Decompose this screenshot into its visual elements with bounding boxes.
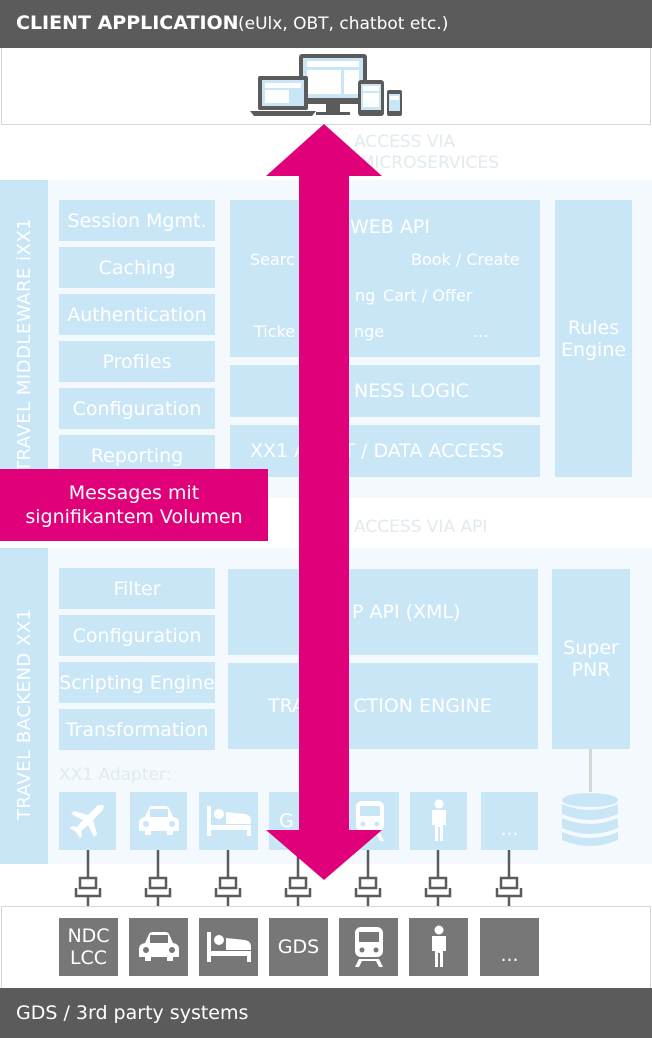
adapter-airplane [59, 792, 116, 850]
transaction-engine-block: TRA CTION ENGINE [228, 663, 538, 749]
airplane-icon [69, 805, 104, 838]
super-pnr-block: Super PNR [552, 569, 630, 749]
web-api-change: nge [354, 322, 385, 341]
system-ndc-lcc: NDC LCC [59, 918, 118, 976]
middleware-side-bar [0, 180, 48, 498]
devices-icon [250, 54, 402, 116]
system-hotel [199, 918, 258, 976]
adapter-person [410, 792, 467, 850]
adapter-gds-label: G [279, 810, 294, 832]
authentication-module: Authentication [59, 294, 215, 335]
rules-line: Rules [567, 316, 620, 339]
web-api-book-create: Book / Create [411, 250, 520, 269]
system-more-label: ... [500, 944, 519, 966]
adapter-car [130, 792, 187, 850]
access-via-line: ACCESS VIA [354, 132, 456, 152]
transaction-engine-label: TRA CTION ENGINE [268, 695, 492, 717]
adapter-hotel [199, 792, 258, 850]
web-api-search: Searc [250, 250, 295, 269]
rules-engine-block: Rules Engine [555, 200, 632, 477]
access-via-api-label: ACCESS VIA API [354, 517, 488, 537]
car-icon [138, 932, 179, 961]
system-car [129, 918, 188, 976]
double-arrow-icon [266, 124, 382, 880]
microservices-line: /MICROSERVICES [354, 153, 499, 173]
web-api-title: WEB API [350, 216, 430, 238]
session-mgmt-module: Session Mgmt. [59, 200, 215, 241]
backend-side-bar [0, 548, 48, 864]
data-access-block: XX1 A T / DATA ACCESS [230, 425, 540, 477]
adapters-label: XX1 Adapter: [59, 765, 172, 785]
train-icon [354, 927, 383, 967]
client-application-header: CLIENT APPLICATION (eUlx, OBT, chatbot e… [0, 0, 652, 48]
system-train [339, 918, 398, 976]
hotel-bed-icon [206, 932, 251, 962]
api-xml-label: P API (XML) [352, 601, 461, 623]
business-logic-block: NESS LOGIC [230, 365, 540, 417]
client-application-title: CLIENT APPLICATION [16, 12, 239, 34]
third-party-footer-title: GDS / 3rd party systems [16, 1002, 249, 1024]
super-line: Super [563, 637, 619, 659]
configuration-module: Configuration [59, 388, 215, 429]
person-icon [431, 925, 446, 967]
api-xml-block: P API (XML) [228, 569, 538, 655]
business-logic-label: NESS LOGIC [354, 380, 469, 402]
access-via-microservices-label: ACCESS VIA /MICROSERVICES [354, 132, 499, 174]
engine-line: Engine [560, 338, 627, 361]
system-gds-label: GDS [277, 936, 320, 958]
web-api-ticket: Ticke [254, 322, 296, 341]
messages-callout: Messages mit signifikantem Volumen [0, 469, 268, 541]
configuration-backend-module: Configuration [59, 615, 215, 656]
callout-line-2: signifikantem Volumen [25, 506, 243, 528]
profiles-module: Profiles [59, 341, 215, 382]
client-application-subtitle: (eUlx, OBT, chatbot etc.) [238, 14, 449, 34]
web-api-cart-offer: Cart / Offer [383, 286, 473, 305]
pnr-line: PNR [571, 659, 611, 681]
transformation-module: Transformation [59, 709, 215, 750]
car-icon [138, 806, 179, 835]
hotel-bed-icon [206, 806, 251, 836]
middleware-vertical-label: TRAVEL MIDDLEWARE iXX1 [14, 217, 35, 472]
adapter-more: ... [481, 792, 538, 850]
person-icon [431, 799, 446, 841]
system-person [409, 918, 468, 976]
third-party-footer: GDS / 3rd party systems [0, 988, 652, 1038]
system-gds: GDS [269, 918, 328, 976]
caching-module: Caching [59, 247, 215, 288]
filter-module: Filter [59, 568, 215, 609]
database-icon [562, 793, 618, 846]
callout-line-1: Messages mit [68, 482, 200, 504]
system-more: ... [480, 918, 539, 976]
backend-vertical-label: TRAVEL BACKEND XX1 [14, 608, 35, 820]
scripting-engine-module: Scripting Engine [59, 662, 215, 703]
adapter-more-label: ... [500, 818, 519, 840]
system-ndc-lcc-label: NDC LCC [67, 925, 110, 969]
data-access-label: XX1 A T / DATA ACCESS [250, 440, 504, 462]
web-api-block: WEB API Searc Book / Create ng Cart / Of… [230, 200, 540, 357]
database-connector [589, 749, 592, 792]
web-api-pricing: ng [355, 286, 376, 305]
web-api-more: ... [473, 322, 489, 341]
